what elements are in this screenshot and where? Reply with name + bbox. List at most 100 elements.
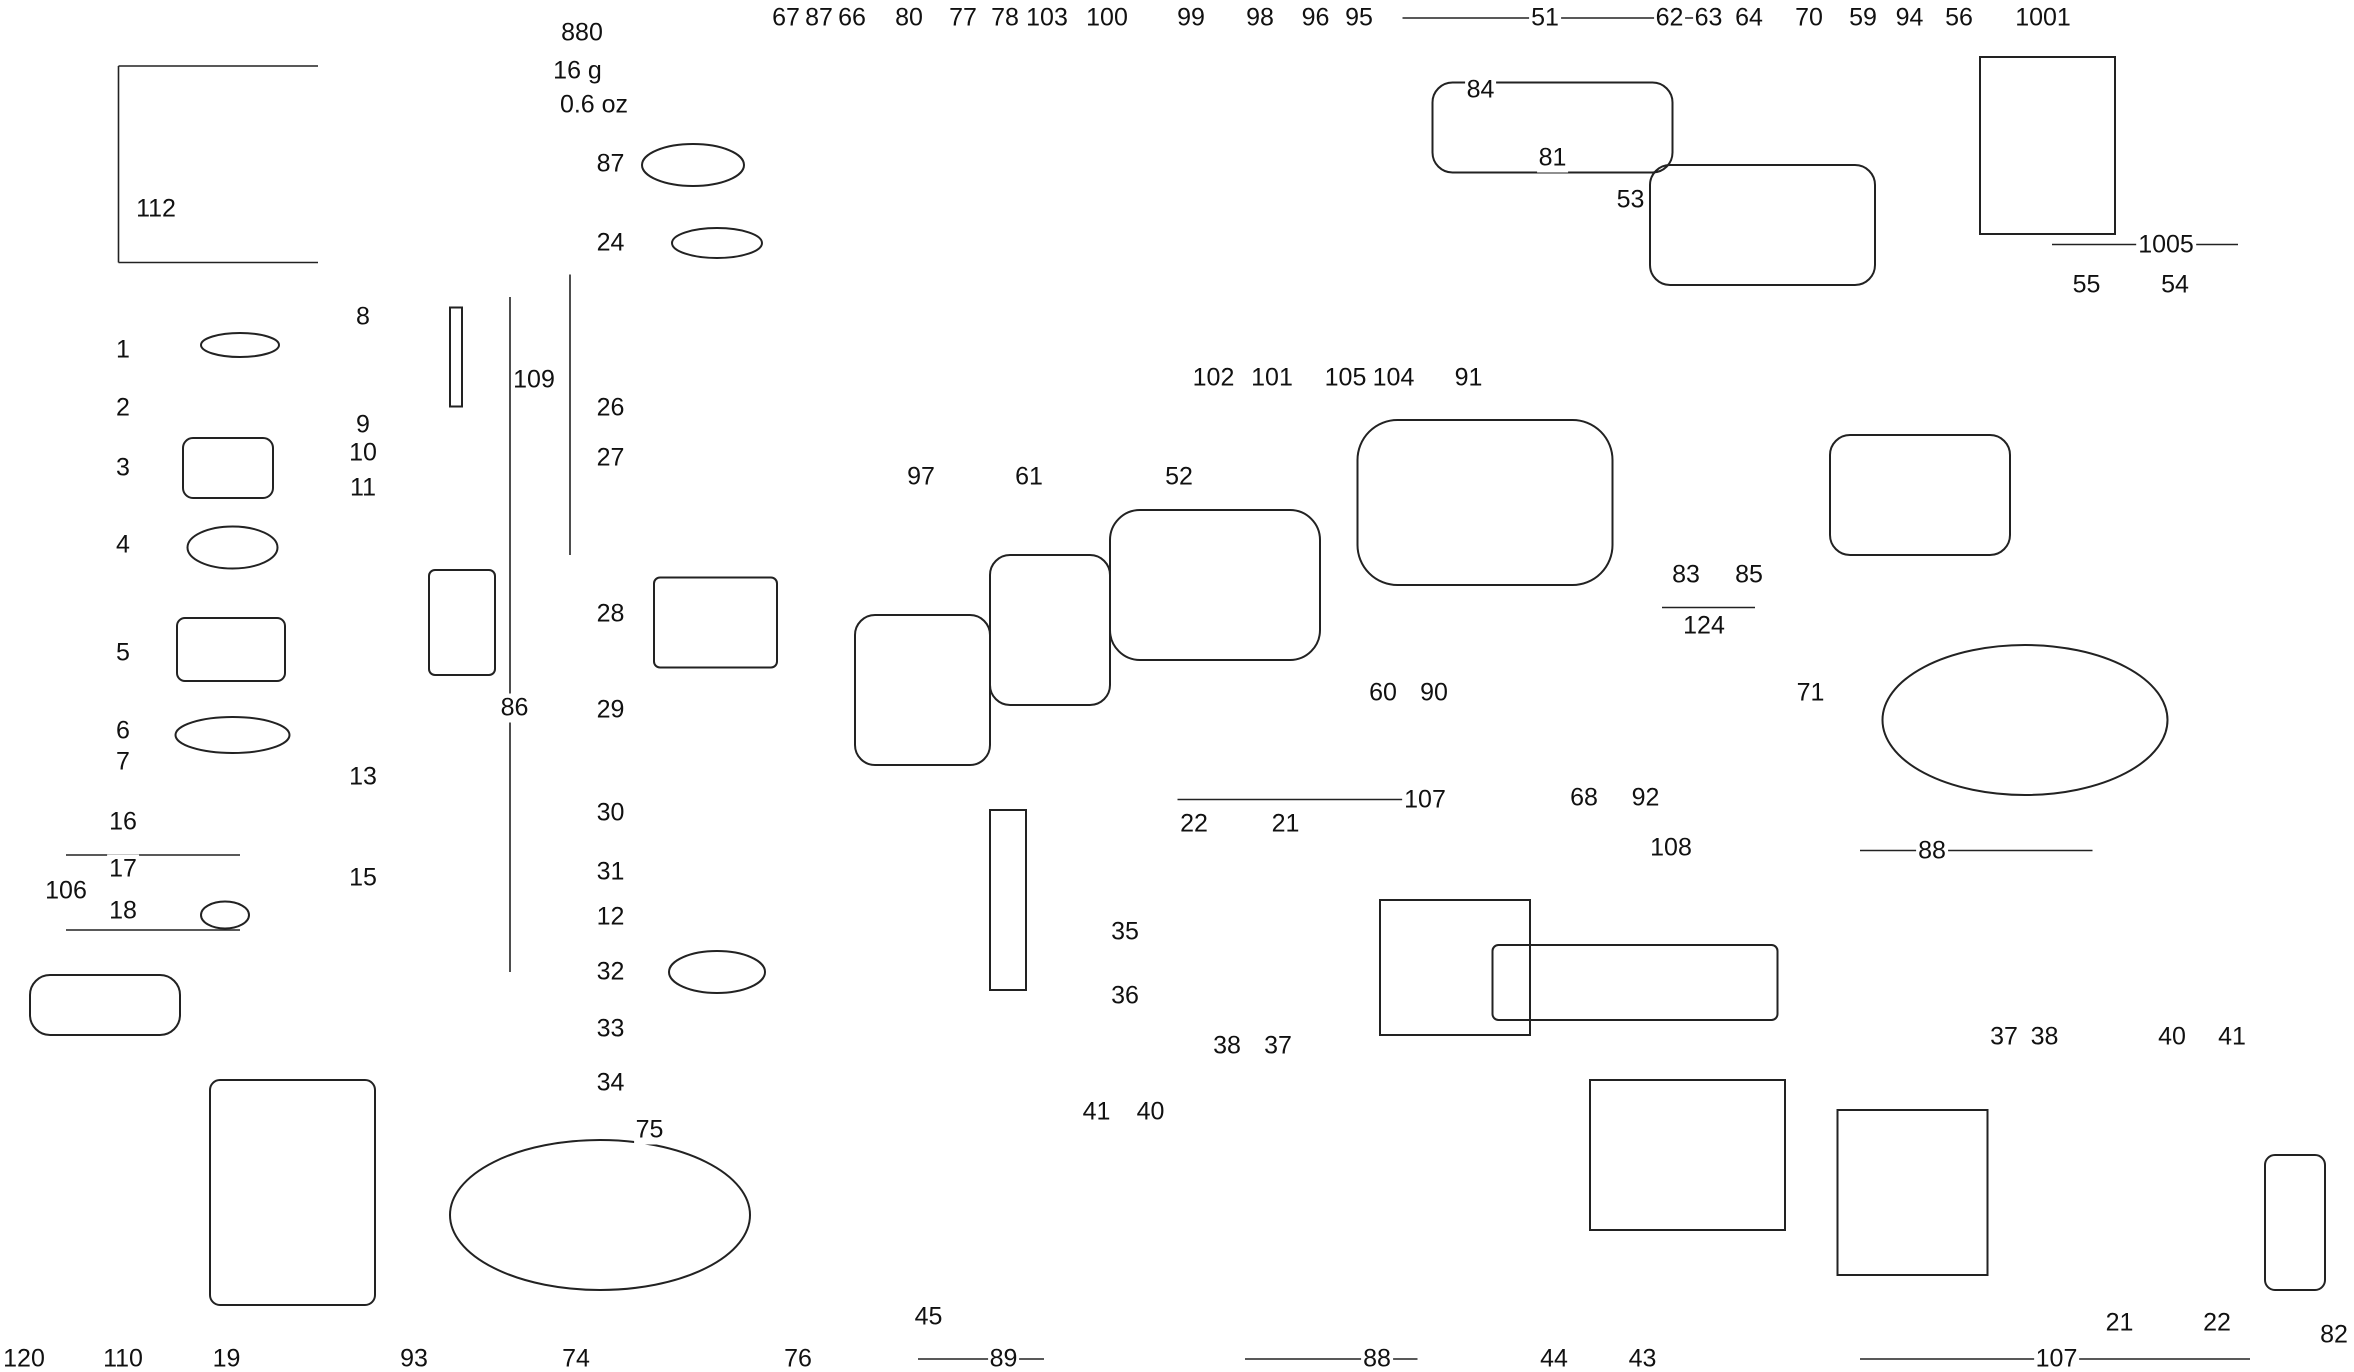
part-number-label: 10: [347, 438, 379, 468]
part-number-label: 75: [633, 1115, 666, 1144]
part-number-label: 77: [947, 3, 979, 33]
part-number-label: 86: [498, 693, 531, 723]
part-number-label: 106: [43, 876, 89, 906]
handle-shell: [1649, 164, 1876, 286]
part-number-label: 12: [594, 902, 627, 931]
part-number-label: 41: [1080, 1097, 1113, 1126]
part-number-label: 109: [511, 365, 557, 394]
fan-guide: [989, 554, 1111, 706]
part-number-label: 28: [594, 599, 627, 628]
motor-housing: [1356, 419, 1614, 586]
part-number-label: 81: [1536, 143, 1569, 172]
slide-rail: [1491, 944, 1779, 1021]
part-number-label: 37: [1262, 1031, 1294, 1060]
part-number-label: 34: [594, 1068, 627, 1098]
part-number-label: 108: [1648, 833, 1694, 862]
part-number-label: 31: [594, 857, 627, 886]
part-number-label: 13: [347, 762, 379, 792]
part-number-label: 29: [594, 695, 627, 724]
side-handle: [29, 974, 181, 1036]
part-number-label: 94: [1893, 3, 1926, 33]
part-number-label: 92: [1629, 783, 1662, 813]
gear-head: [209, 1079, 376, 1306]
part-number-label: 101: [1249, 363, 1295, 393]
cover-disc: [200, 332, 280, 358]
part-number-label: 44: [1538, 1344, 1570, 1372]
part-number-label: 102: [1190, 363, 1237, 393]
part-number-label: 107: [2033, 1344, 2080, 1372]
part-number-label: 55: [2070, 270, 2103, 300]
part-number-label: 41: [2216, 1022, 2248, 1051]
part-number-label: 18: [107, 896, 139, 925]
screw: [449, 306, 463, 408]
part-number-label: 22: [2201, 1308, 2233, 1338]
part-number-label: 27: [594, 443, 627, 472]
part-number-label: 98: [1244, 3, 1276, 33]
part-number-label: 19: [210, 1344, 243, 1372]
detail-box: [1979, 56, 2116, 235]
part-number-label: 78: [989, 3, 1021, 33]
part-number-label: 105: [1322, 363, 1369, 393]
armature: [1431, 81, 1674, 174]
stator: [1109, 509, 1321, 661]
bow-handle: [449, 1139, 751, 1291]
part-number-label: 21: [1269, 809, 1302, 838]
bearing: [200, 900, 250, 930]
part-number-label: 93: [398, 1344, 430, 1372]
part-number-label: 100: [1084, 3, 1130, 33]
part-number-label: 54: [2159, 270, 2191, 300]
handle-cover: [1829, 434, 2011, 556]
part-number-label: 64: [1733, 3, 1765, 33]
part-number-label: 21: [2103, 1308, 2136, 1338]
nut-housing: [182, 437, 274, 499]
part-number-label: 52: [1163, 462, 1195, 492]
guide-plate: [1836, 1109, 1989, 1276]
part-number-label: 84: [1464, 75, 1497, 105]
part-number-label: 95: [1343, 3, 1375, 33]
part-number-label: 89: [987, 1344, 1020, 1372]
housing-ring: [854, 614, 991, 766]
part-number-label: 51: [1529, 3, 1561, 33]
part-number-label: 1: [114, 335, 132, 364]
part-number-label: 74: [560, 1344, 592, 1372]
part-number-label: 43: [1626, 1344, 1659, 1372]
part-number-label: 4: [114, 530, 132, 559]
part-number-label: 16 g: [551, 56, 604, 85]
power-cable-coil: [1881, 644, 2169, 796]
shaft: [989, 809, 1027, 991]
part-number-label: 1005: [2136, 230, 2196, 259]
part-number-label: 53: [1614, 185, 1647, 214]
part-number-label: 96: [1299, 3, 1332, 33]
part-number-label: 90: [1418, 678, 1450, 708]
part-number-label: 120: [1, 1344, 47, 1372]
part-number-label: 110: [101, 1344, 145, 1372]
part-number-label: 3: [114, 453, 132, 483]
part-number-label: 22: [1178, 809, 1210, 838]
part-number-label: 33: [594, 1014, 627, 1044]
part-number-label: 17: [107, 854, 139, 883]
part-number-label: 30: [594, 798, 627, 828]
part-number-label: 45: [912, 1302, 945, 1332]
part-number-label: 7: [114, 747, 132, 777]
part-number-label: 32: [594, 957, 627, 987]
part-number-label: 124: [1681, 611, 1727, 640]
spindle-assembly: [428, 569, 496, 676]
part-number-label: 91: [1452, 363, 1485, 393]
part-number-label: 6: [114, 716, 132, 745]
part-number-label: 0.6 oz: [557, 90, 631, 120]
part-number-label: 104: [1370, 363, 1417, 393]
part-number-label: 15: [347, 863, 379, 892]
part-number-label: 40: [1134, 1097, 1167, 1126]
part-number-label: 68: [1568, 783, 1600, 813]
part-number-label: 11: [348, 473, 378, 502]
part-number-label: 87: [803, 3, 835, 33]
gear-ring: [176, 617, 286, 682]
base-plate: [1589, 1079, 1786, 1231]
part-number-label: 37: [1988, 1022, 2020, 1051]
part-number-label: 99: [1175, 3, 1207, 33]
part-number-label: 63: [1692, 3, 1725, 33]
part-number-label: 97: [905, 462, 937, 492]
flange-housing: [653, 576, 778, 669]
